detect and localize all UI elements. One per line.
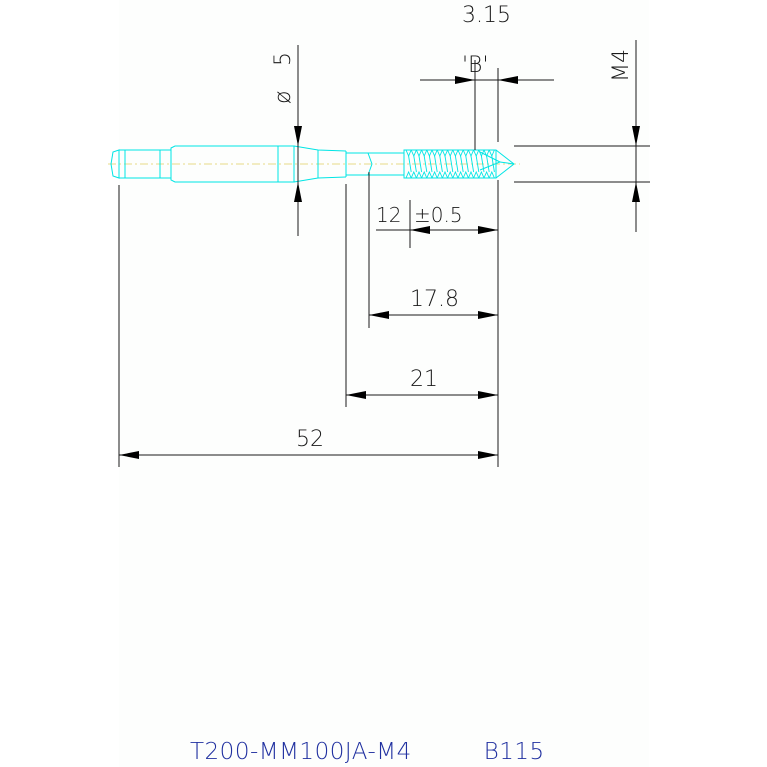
dim-text-b-label: 'B' [462, 53, 489, 78]
dim-text-52: 52 [296, 427, 324, 452]
drawing-code: B115 [483, 739, 545, 765]
thread-teeth [405, 149, 495, 179]
dim-text-dia-symbol: ø [271, 91, 296, 104]
dim-text-tolerance: ±0.5 [414, 203, 463, 227]
drawing-sheet [119, 0, 649, 767]
dim-text-12: 12 [376, 203, 401, 227]
dim-text-m4: M4 [609, 49, 634, 82]
extension-lines [118, 45, 650, 467]
title-block: T200-MM100JA-M4 B115 [190, 737, 545, 767]
dim-text-3-15: 3.15 [462, 3, 511, 28]
dim-text-dia-5: 5 [271, 52, 296, 66]
part-number: T200-MM100JA-M4 [190, 739, 412, 765]
dim-text-17-8: 17.8 [410, 287, 459, 312]
tap-tool-outline [110, 145, 515, 183]
dimension-lines [119, 40, 640, 459]
dim-text-21: 21 [410, 367, 438, 392]
